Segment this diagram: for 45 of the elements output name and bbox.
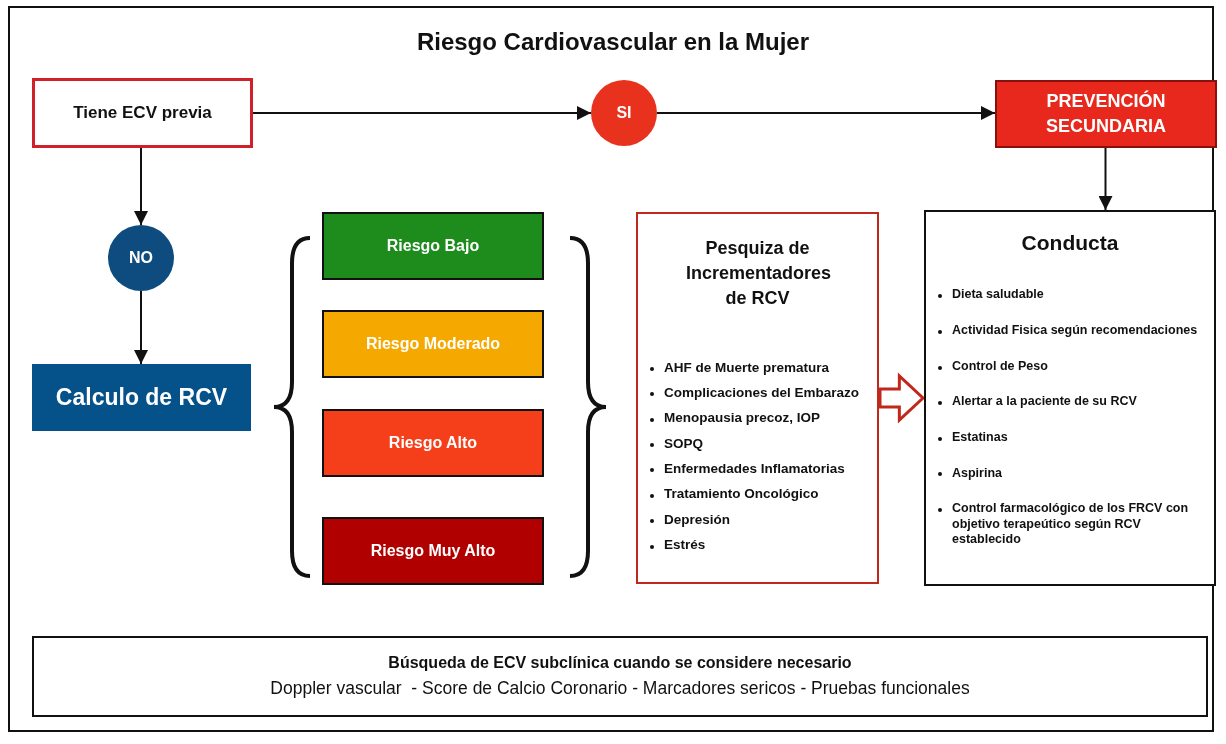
list-item: Actividad Fisica según recomendaciones — [952, 323, 1198, 339]
arrow — [134, 290, 148, 365]
node-label: Riesgo Alto — [387, 432, 479, 453]
arrow — [252, 106, 592, 120]
outcome-box — [995, 80, 1217, 148]
list-item: SOPQ — [664, 435, 703, 453]
risk-box — [322, 310, 544, 378]
list-item: Estrés — [664, 537, 706, 555]
risk-box — [322, 517, 544, 585]
risk-box — [322, 212, 544, 280]
process-box — [32, 364, 251, 431]
note-text: Doppler vascular - Score de Calcio Coronario - Marcadores sericos - Pruebas funcionales — [270, 678, 970, 699]
arrow — [1098, 147, 1113, 211]
list-panel — [924, 210, 1216, 586]
arrow — [656, 106, 996, 120]
risk-box — [322, 409, 544, 477]
question-box — [32, 78, 253, 148]
list-item: AHF de Muerte prematura — [664, 359, 830, 377]
list-item: Tratamiento Oncológico — [664, 486, 819, 504]
note-heading: Búsqueda de ECV subclínica cuando se considere necesario — [388, 654, 852, 672]
node-label: Riesgo Muy Alto — [369, 540, 497, 561]
block-arrow — [878, 372, 926, 424]
list-item: Alertar a la paciente de su RCV — [952, 394, 1137, 410]
list-item: Complicaciones del Embarazo — [664, 384, 860, 402]
panel-heading: Pesquiza de Incrementadores de RCV — [685, 237, 833, 311]
node-label: Calculo de RCV — [54, 383, 229, 413]
node-label: Riesgo Bajo — [385, 235, 481, 256]
list-item: Estatinas — [952, 429, 1008, 446]
list-item: Control farmacológico de los FRCV con objetivo terapeútico según RCV establecido — [952, 501, 1190, 548]
node-label: PREVENCIÓN SECUNDARIA — [1045, 89, 1167, 138]
list-item: Enfermedades Inflamatorias — [664, 461, 845, 478]
list-item: Depresión — [664, 511, 731, 529]
list-item: Aspirina — [952, 465, 1002, 482]
node-label: Riesgo Moderado — [364, 333, 502, 354]
list-panel — [636, 212, 879, 584]
note-box — [32, 636, 1208, 717]
list-item: Dieta saludable — [952, 287, 1044, 303]
list-item: Control de Peso — [952, 358, 1048, 375]
node-label: NO — [128, 247, 154, 268]
diagram-title: Riesgo Cardiovascular en la Mujer — [415, 28, 811, 56]
arrow — [134, 147, 148, 226]
node-label: SI — [615, 102, 633, 123]
list-item: Menopausia precoz, IOP — [664, 410, 821, 428]
node-label: Tiene ECV previa — [72, 102, 213, 125]
panel-heading: Conducta — [1020, 230, 1120, 256]
